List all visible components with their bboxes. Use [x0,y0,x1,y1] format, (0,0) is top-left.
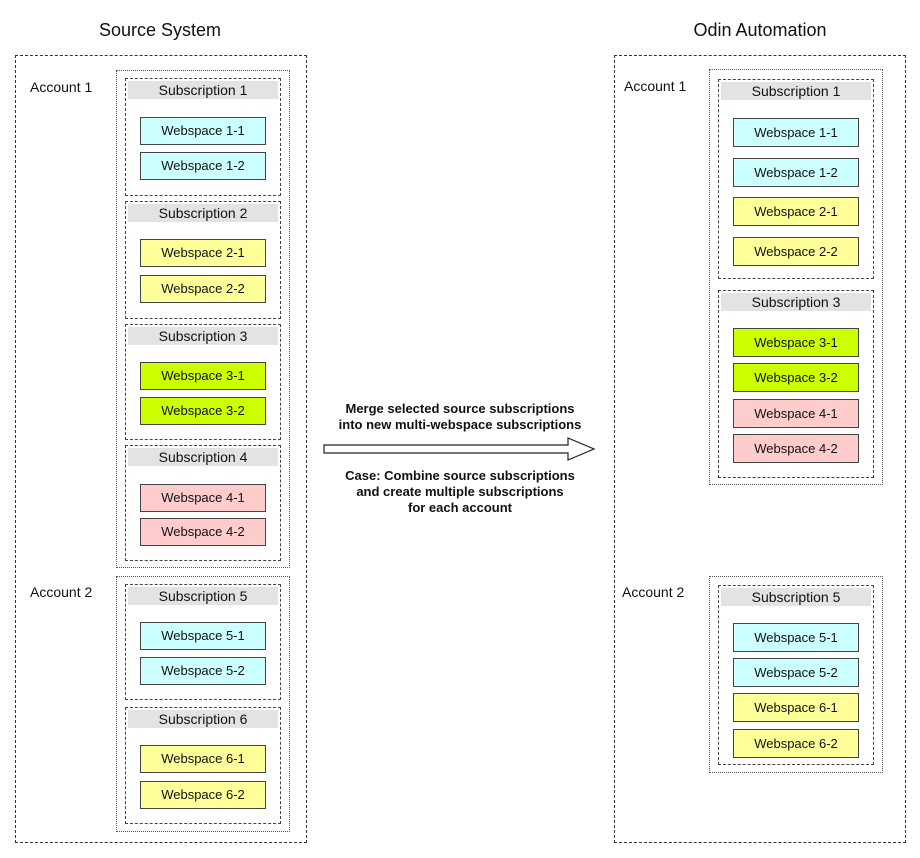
source-account-2-box [116,576,290,832]
webspace-5-2: Webspace 5-2 [733,658,859,687]
case-caption: Case: Combine source subscriptions and c… [310,468,610,516]
source-subscription-4: Subscription 4 Webspace 4-1 Webspace 4-2 [125,445,281,561]
target-account-2-box [709,576,883,773]
source-system-title: Source System [98,20,222,40]
webspace-6-1: Webspace 6-1 [733,693,859,722]
subscription-header: Subscription 3 [721,293,871,311]
webspace-1-1: Webspace 1-1 [140,117,266,145]
target-subscription-5: Subscription 5 Webspace 5-1 Webspace 5-2… [718,585,874,765]
webspace-1-2: Webspace 1-2 [733,158,859,187]
target-account-2-label: Account 2 [622,584,685,600]
webspace-4-2: Webspace 4-2 [140,518,266,546]
webspace-2-2: Webspace 2-2 [140,275,266,303]
webspace-2-1: Webspace 2-1 [733,197,859,226]
target-system-box [614,55,906,843]
merge-caption-line-1: Merge selected source subscriptions [345,401,575,416]
webspace-6-2: Webspace 6-2 [140,781,266,809]
webspace-4-1: Webspace 4-1 [733,399,859,428]
source-system-box [15,55,307,843]
subscription-header: Subscription 6 [128,710,278,728]
source-account-1-box [116,70,290,568]
subscription-header: Subscription 1 [128,81,278,99]
webspace-3-2: Webspace 3-2 [140,397,266,425]
source-subscription-6: Subscription 6 Webspace 6-1 Webspace 6-2 [125,707,281,824]
webspace-1-1: Webspace 1-1 [733,118,859,147]
source-subscription-1: Subscription 1 Webspace 1-1 Webspace 1-2 [125,78,281,196]
case-caption-line-2: and create multiple subscriptions [356,484,564,499]
source-account-1-label: Account 1 [30,79,93,95]
merge-caption-line-2: into new multi-webspace subscriptions [338,417,582,432]
webspace-4-2: Webspace 4-2 [733,434,859,463]
subscription-header: Subscription 5 [721,588,871,606]
webspace-6-1: Webspace 6-1 [140,745,266,773]
webspace-1-2: Webspace 1-2 [140,152,266,180]
source-subscription-5: Subscription 5 Webspace 5-1 Webspace 5-2 [125,584,281,700]
subscription-header: Subscription 2 [128,204,278,222]
webspace-4-1: Webspace 4-1 [140,484,266,512]
webspace-5-1: Webspace 5-1 [140,622,266,650]
webspace-5-2: Webspace 5-2 [140,657,266,685]
subscription-header: Subscription 4 [128,448,278,466]
target-account-1-box [709,69,883,485]
target-subscription-3: Subscription 3 Webspace 3-1 Webspace 3-2… [718,290,874,478]
subscription-header: Subscription 3 [128,327,278,345]
subscription-header: Subscription 1 [721,82,871,100]
subscription-header: Subscription 5 [128,587,278,605]
target-account-1-label: Account 1 [624,78,687,94]
webspace-3-1: Webspace 3-1 [733,328,859,357]
case-caption-line-1: Case: Combine source subscriptions [345,468,575,483]
merge-arrow [323,437,596,461]
source-subscription-2: Subscription 2 Webspace 2-1 Webspace 2-2 [125,201,281,319]
source-account-2-label: Account 2 [30,584,93,600]
target-subscription-1: Subscription 1 Webspace 1-1 Webspace 1-2… [718,79,874,279]
webspace-3-1: Webspace 3-1 [140,362,266,390]
merge-caption: Merge selected source subscriptions into… [310,401,610,433]
webspace-6-2: Webspace 6-2 [733,729,859,758]
case-caption-line-3: for each account [407,500,513,515]
target-system-title: Odin Automation [693,20,827,40]
webspace-5-1: Webspace 5-1 [733,623,859,652]
source-subscription-3: Subscription 3 Webspace 3-1 Webspace 3-2 [125,324,281,440]
webspace-3-2: Webspace 3-2 [733,363,859,392]
webspace-2-1: Webspace 2-1 [140,239,266,267]
webspace-2-2: Webspace 2-2 [733,237,859,266]
